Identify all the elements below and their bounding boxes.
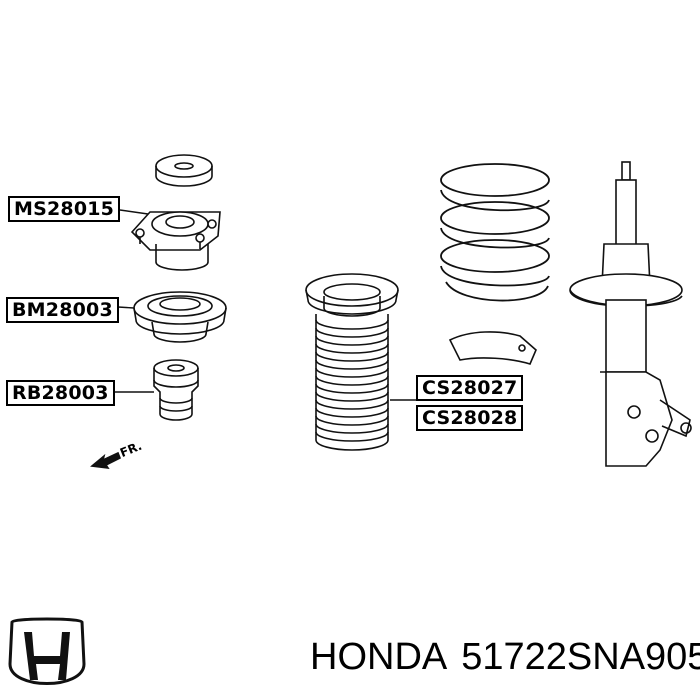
bearing <box>133 291 227 343</box>
label-cs28028: CS28028 <box>416 405 524 431</box>
spring-seat <box>448 331 537 365</box>
part-caption: HONDA 51722SNA905 <box>310 636 700 679</box>
honda-h-logo <box>8 617 86 685</box>
front-arrow <box>90 451 122 470</box>
top-washer <box>155 154 213 187</box>
label-bm28003: BM28003 <box>6 297 119 323</box>
strut-assembly <box>569 161 692 467</box>
leader-lines <box>114 209 416 401</box>
coil-spring <box>440 163 550 302</box>
bump-stop <box>153 359 199 421</box>
label-cs28027: CS28027 <box>416 375 524 401</box>
part-number: 51722SNA905 <box>461 636 700 678</box>
brand-name: HONDA <box>310 636 448 678</box>
label-ms28015: MS28015 <box>8 196 121 222</box>
dust-boot <box>305 273 399 451</box>
label-rb28003: RB28003 <box>6 380 115 406</box>
strut-mount <box>130 211 221 271</box>
